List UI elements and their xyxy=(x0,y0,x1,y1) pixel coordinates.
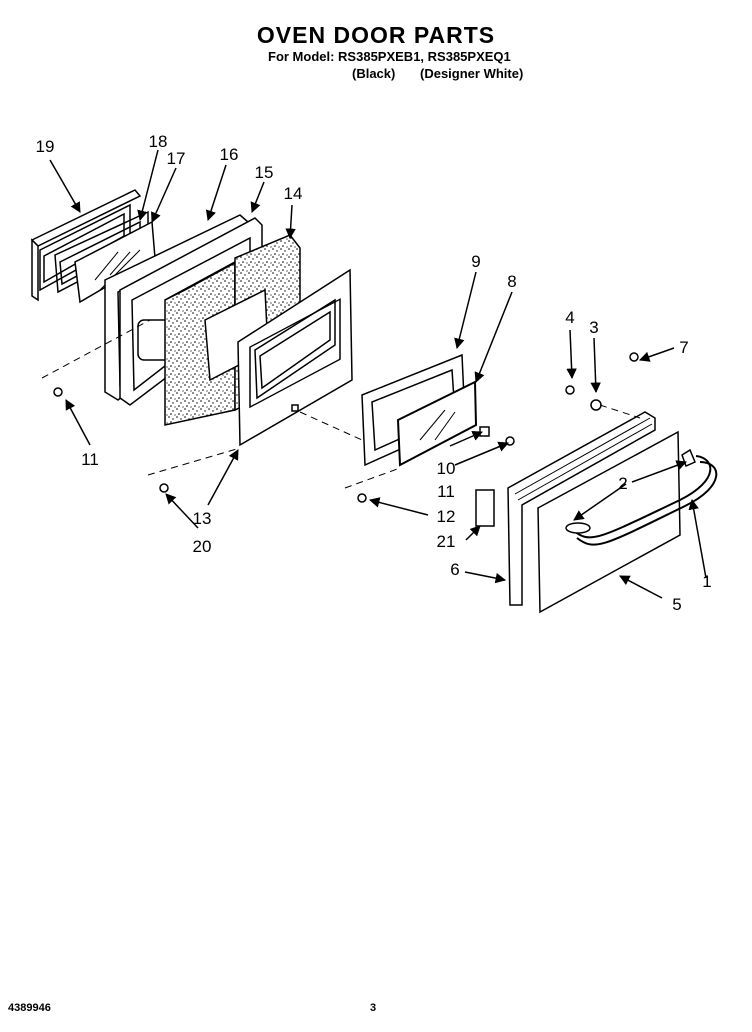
part-2-end-cap-right xyxy=(681,448,696,468)
model-numbers: For Model: RS385PXEB1, RS385PXEQ1 xyxy=(268,49,511,64)
callout-6: 6 xyxy=(450,560,459,579)
callout-11-right: 11 xyxy=(437,482,455,501)
part-21-label xyxy=(475,489,495,527)
callout-13: 13 xyxy=(193,509,212,528)
finish-black-label: (Black) xyxy=(352,66,396,81)
callout-21: 21 xyxy=(437,532,456,551)
callout-8: 8 xyxy=(507,272,516,291)
callout-16: 16 xyxy=(220,145,239,164)
callout-15: 15 xyxy=(255,163,274,182)
part-19-inner-door-frame xyxy=(30,189,142,302)
document-number: 4389946 xyxy=(8,1002,51,1014)
page-title: OVEN DOOR PARTS xyxy=(256,22,496,48)
part-1-handle xyxy=(572,455,718,546)
part-13-inner-door-panel xyxy=(237,268,353,447)
callout-numbers: 19 18 17 16 15 14 9 8 4 3 7 11 10 11 2 1… xyxy=(36,132,712,614)
callout-14: 14 xyxy=(284,184,303,203)
callout-12: 12 xyxy=(437,507,456,526)
screws xyxy=(53,352,639,503)
part-8-middle-glass xyxy=(396,380,478,467)
callout-1: 1 xyxy=(702,572,711,591)
callout-18: 18 xyxy=(149,132,168,151)
callout-5: 5 xyxy=(672,595,681,614)
part-6-outer-door-frame xyxy=(507,411,656,606)
callout-4: 4 xyxy=(565,308,574,327)
callout-7: 7 xyxy=(679,338,688,357)
callout-11-left: 11 xyxy=(81,450,99,469)
callout-3: 3 xyxy=(589,318,598,337)
callout-19: 19 xyxy=(36,137,55,156)
part-2-end-cap-left xyxy=(565,522,591,534)
callout-17: 17 xyxy=(167,149,186,168)
callout-9: 9 xyxy=(471,252,480,271)
page-number: 3 xyxy=(370,1002,377,1014)
callout-20: 20 xyxy=(193,537,212,556)
callout-10: 10 xyxy=(437,459,456,478)
assembly-lines xyxy=(41,319,641,489)
finish-white-label: (Designer White) xyxy=(420,66,524,81)
leader-arrows xyxy=(49,149,707,599)
callout-2: 2 xyxy=(618,474,627,493)
